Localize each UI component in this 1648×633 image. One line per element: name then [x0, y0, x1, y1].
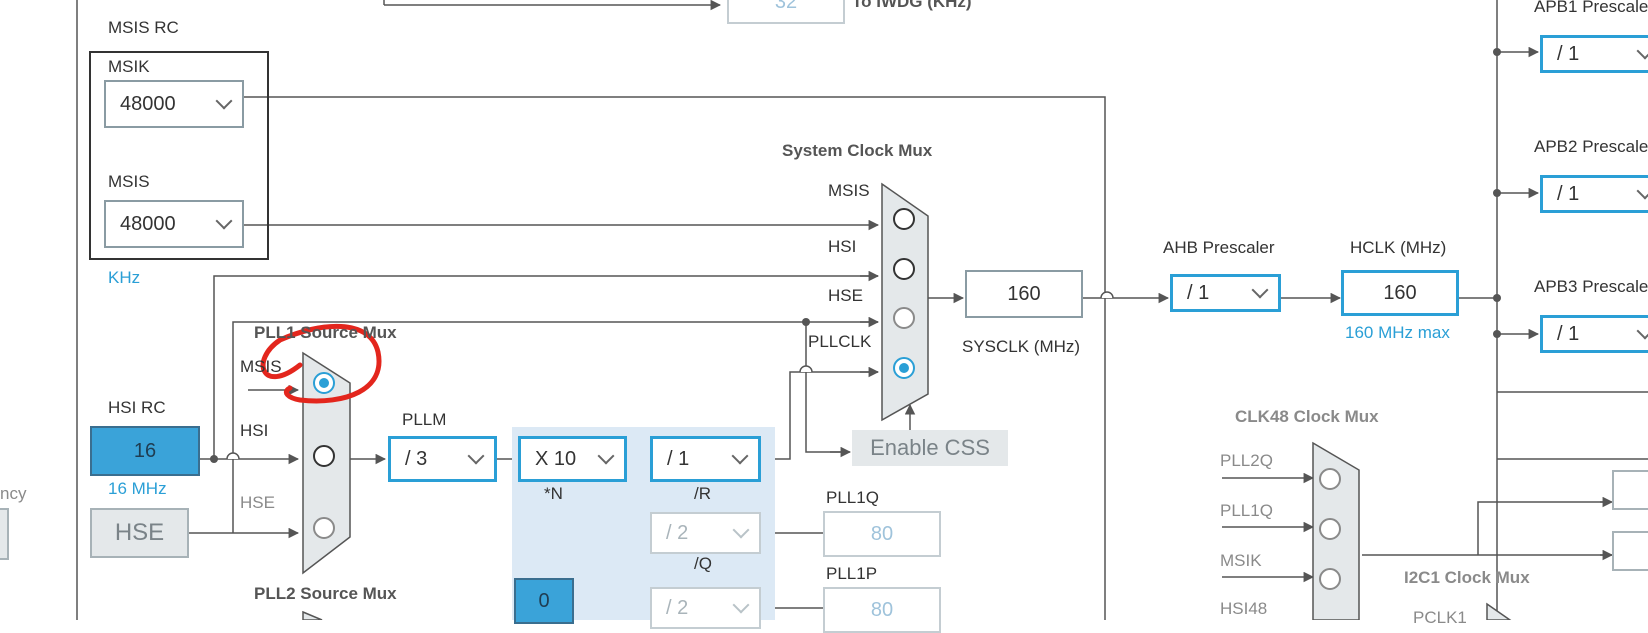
msis-rc-title: MSIS RC	[108, 18, 179, 37]
chevron-down-icon	[1636, 322, 1648, 340]
chevron-down-icon	[597, 447, 615, 465]
sys-input-pllclk: PLLCLK	[808, 332, 872, 351]
enable-css-button[interactable]: Enable CSS	[852, 430, 1008, 466]
i2c1-input-pclk1: PCLK1	[1413, 608, 1467, 627]
pllm-value: / 3	[405, 447, 428, 470]
apb3-label: APB3 Prescaler	[1534, 277, 1648, 296]
chevron-down-icon	[1636, 182, 1648, 200]
pll1-mux-title: PLL1 Source Mux	[254, 323, 397, 342]
right-partial-box-2	[1612, 531, 1648, 571]
msis-label: MSIS	[108, 172, 150, 191]
chevron-down-icon	[1636, 42, 1648, 60]
right-partial-box-1	[1612, 470, 1648, 510]
chevron-down-icon	[1251, 281, 1269, 299]
chevron-down-icon	[215, 92, 233, 110]
plln-value: X 10	[535, 447, 577, 470]
hse-button[interactable]: HSE	[90, 508, 189, 558]
apb3-select[interactable]: / 1	[1540, 315, 1648, 353]
i2c1-mux-title: I2C1 Clock Mux	[1404, 568, 1530, 587]
hsi-value[interactable]: 16	[90, 426, 200, 476]
pll1p-value: 80	[823, 587, 941, 633]
hclk-max: 160 MHz max	[1345, 323, 1450, 342]
pll-frac-value[interactable]: 0	[514, 578, 574, 624]
sys-radio-hse[interactable]	[893, 307, 915, 329]
clk48-radio-msik[interactable]	[1319, 568, 1341, 590]
pll2-mux-title: PLL2 Source Mux	[254, 584, 397, 603]
pll1q-label: PLL1Q	[826, 488, 879, 507]
hclk-value[interactable]: 160	[1341, 270, 1459, 316]
pllr-label: /R	[694, 484, 711, 503]
clk48-radio-pll2q[interactable]	[1319, 468, 1341, 490]
apb2-value: / 1	[1557, 182, 1580, 205]
pllr-value: / 1	[667, 447, 690, 470]
pll1-radio-msis[interactable]	[313, 372, 335, 394]
pllq-label: /Q	[694, 554, 712, 573]
iwdg-value: 32	[727, 0, 845, 24]
chevron-down-icon	[467, 447, 485, 465]
pll1q-value: 80	[823, 511, 941, 557]
chevron-down-icon	[215, 212, 233, 230]
sys-input-hsi: HSI	[828, 237, 857, 256]
sysclk-label: SYSCLK (MHz)	[962, 337, 1081, 356]
msik-value: 48000	[120, 92, 176, 115]
ahb-label: AHB Prescaler	[1163, 238, 1275, 257]
clk48-input-pll1q: PLL1Q	[1220, 501, 1273, 520]
apb1-select[interactable]: / 1	[1540, 35, 1648, 73]
clk48-input-msik: MSIK	[1220, 551, 1262, 570]
left-partial-label: ncy	[0, 484, 27, 503]
pll1-input-hsi: HSI	[240, 421, 269, 440]
hsi-rc-title: HSI RC	[108, 398, 166, 417]
sys-radio-msis[interactable]	[893, 208, 915, 230]
system-mux-title: System Clock Mux	[782, 141, 933, 160]
left-partial-box	[0, 508, 9, 560]
sysclk-value[interactable]: 160	[965, 270, 1083, 318]
pllm-select[interactable]: / 3	[388, 436, 497, 482]
ahb-select[interactable]: / 1	[1170, 274, 1281, 312]
apb1-label: APB1 Prescaler	[1534, 0, 1648, 16]
apb2-select[interactable]: / 1	[1540, 175, 1648, 213]
pllp-value: / 2	[666, 596, 689, 619]
sys-radio-hsi[interactable]	[893, 258, 915, 280]
apb2-label: APB2 Prescaler	[1534, 137, 1648, 156]
msik-select[interactable]: 48000	[104, 80, 244, 128]
annotation-circle	[260, 324, 382, 404]
chevron-down-icon	[732, 521, 750, 539]
chevron-down-icon	[731, 447, 749, 465]
hclk-label: HCLK (MHz)	[1350, 238, 1447, 257]
plln-select[interactable]: X 10	[518, 436, 627, 482]
pll1-radio-hse[interactable]	[313, 517, 335, 539]
apb3-value: / 1	[1557, 322, 1580, 345]
pll1-input-hse: HSE	[240, 493, 275, 512]
msik-label: MSIK	[108, 57, 150, 76]
pllm-label: PLLM	[402, 410, 447, 429]
pllp-select[interactable]: / 2	[650, 587, 761, 629]
msis-unit: KHz	[108, 268, 141, 287]
pllq-value: / 2	[666, 521, 689, 544]
system-mux-shape	[881, 182, 929, 422]
pll1-input-msis: MSIS	[240, 357, 282, 376]
clk48-radio-pll1q[interactable]	[1319, 518, 1341, 540]
pllr-select[interactable]: / 1	[650, 436, 761, 482]
msis-select[interactable]: 48000	[104, 200, 244, 248]
clk48-input-hsi48: HSI48	[1220, 599, 1268, 618]
iwdg-label: To IWDG (KHz)	[852, 0, 972, 11]
ahb-value: / 1	[1187, 281, 1210, 304]
sys-input-hse: HSE	[828, 286, 863, 305]
sys-input-msis: MSIS	[828, 181, 870, 200]
pllq-select[interactable]: / 2	[650, 512, 761, 554]
clk48-mux-title: CLK48 Clock Mux	[1235, 407, 1379, 426]
sys-radio-pllclk[interactable]	[893, 357, 915, 379]
plln-label: *N	[544, 484, 563, 503]
clk48-input-pll2q: PLL2Q	[1220, 451, 1273, 470]
chevron-down-icon	[732, 596, 750, 614]
apb1-value: / 1	[1557, 42, 1580, 65]
pll1-radio-hsi[interactable]	[313, 445, 335, 467]
msis-value: 48000	[120, 212, 176, 235]
hsi-freq: 16 MHz	[108, 479, 167, 498]
pll1p-label: PLL1P	[826, 564, 878, 583]
